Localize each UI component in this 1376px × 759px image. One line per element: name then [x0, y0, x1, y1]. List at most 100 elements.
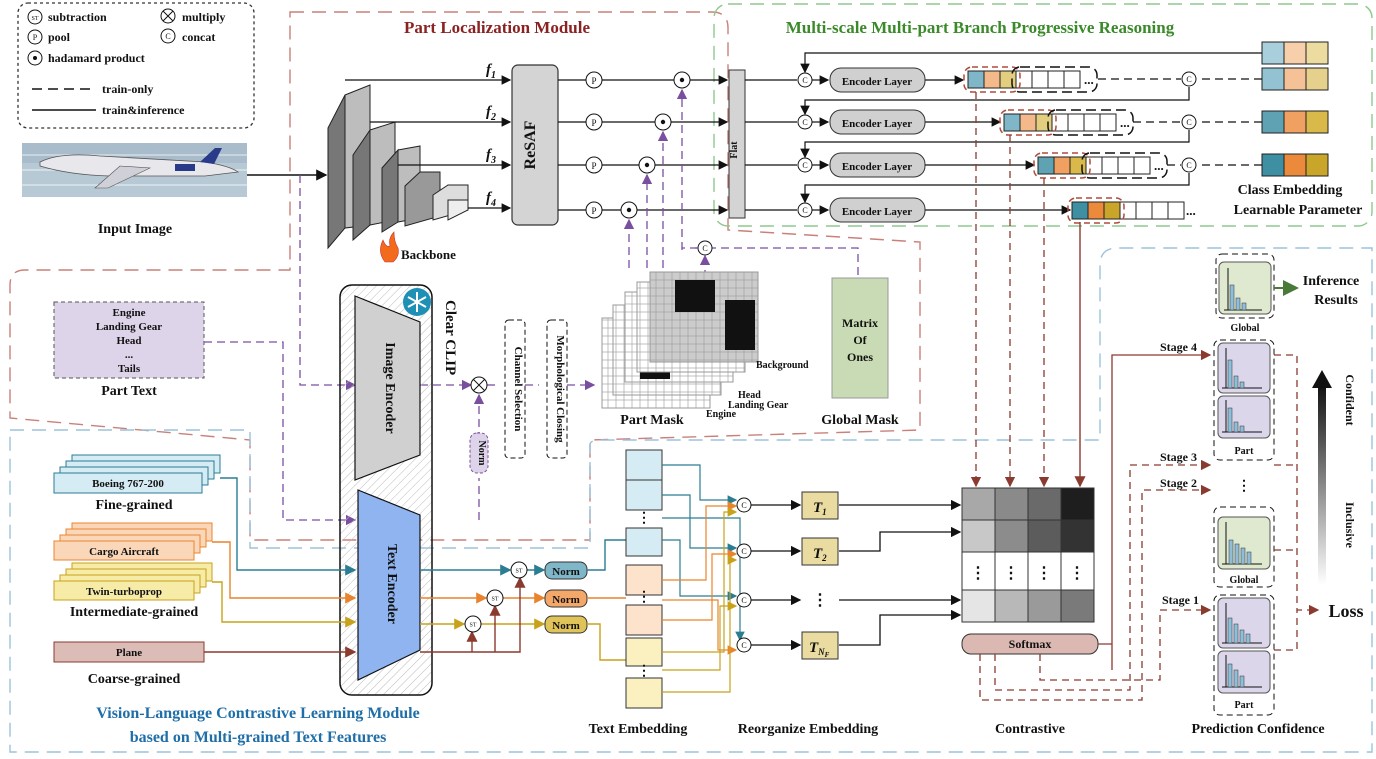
svg-text:...: ...	[125, 349, 134, 361]
stage-flows	[979, 349, 1212, 701]
stage4-label: Stage 4	[1160, 340, 1197, 354]
svg-text:Of: Of	[853, 333, 867, 347]
svg-text:⋮: ⋮	[637, 664, 651, 679]
svg-text:train-only: train-only	[102, 82, 153, 96]
svg-text:Channel Selection: Channel Selection	[512, 347, 524, 432]
svg-text:Tails: Tails	[118, 363, 141, 375]
clear-clip-label: Clear CLIP	[442, 300, 458, 375]
inference-results-label-2: Results	[1314, 293, 1358, 308]
contrastive-dots: ⋮ ⋮ ⋮ ⋮	[970, 565, 1085, 582]
vl-title-line1: Vision-Language Contrastive Learning Mod…	[96, 705, 419, 722]
encoder-to-norm	[420, 564, 546, 653]
norm-purple	[469, 432, 489, 474]
svg-text:TNF: TNF	[809, 640, 830, 659]
right-concat-ops: C C C	[1181, 71, 1197, 173]
svg-text:Engine: Engine	[112, 307, 145, 319]
image-encoder-label: Image Encoder	[382, 342, 397, 433]
multiscale-boundary	[713, 3, 1373, 227]
contrastive-label: Contrastive	[995, 722, 1065, 737]
encoder-layer-1: Encoder Layer	[842, 76, 912, 88]
concat-to-t	[751, 499, 962, 651]
flat-block	[728, 69, 746, 219]
svg-text:⋮: ⋮	[637, 511, 651, 526]
f2-label: f2	[486, 104, 496, 123]
input-image	[22, 143, 247, 197]
token-rows	[967, 70, 1185, 220]
prediction-global-top	[1215, 253, 1275, 319]
resaf-label: ReSAF	[522, 120, 539, 169]
svg-text:C: C	[741, 547, 746, 556]
svg-text:C: C	[802, 206, 807, 215]
hadamard-ops	[620, 71, 691, 219]
stage1-label: Stage 1	[1162, 593, 1199, 607]
svg-text:...: ...	[1186, 203, 1196, 218]
multiscale-title: Multi-scale Multi-part Branch Progressiv…	[786, 18, 1175, 37]
snowflake-icon	[403, 288, 431, 316]
svg-text:Cargo Aircraft: Cargo Aircraft	[89, 546, 159, 558]
class-embeddings	[1261, 41, 1329, 177]
svg-text:Head: Head	[116, 335, 141, 347]
text-to-encoder	[204, 477, 357, 658]
mask-label-head: Head	[738, 390, 761, 401]
inference-results-label-1: Inference	[1303, 274, 1360, 289]
svg-text:C: C	[1186, 118, 1191, 127]
svg-text:P: P	[33, 33, 38, 42]
part-mask-label: Part Mask	[620, 413, 684, 428]
svg-text:multiply: multiply	[182, 10, 225, 24]
prediction-part-top	[1213, 339, 1275, 461]
svg-text:P: P	[591, 161, 596, 171]
mask-label-lg: Landing Gear	[728, 400, 789, 411]
svg-text:train&inference: train&inference	[102, 103, 185, 117]
encoder-layer-4: Encoder Layer	[842, 206, 912, 218]
fine-grained-label: Fine-grained	[96, 498, 173, 513]
resaf-block	[511, 64, 559, 226]
f1-label: f1	[486, 62, 496, 81]
token-to-contrastive	[970, 92, 1050, 488]
confident-label: Confident	[1343, 374, 1357, 425]
f4-label: f4	[486, 190, 496, 209]
mask-label-bg: Background	[756, 360, 809, 371]
svg-text:Softmax: Softmax	[1009, 637, 1052, 651]
f3-label: f3	[486, 147, 496, 166]
pool-ops: P P P P	[585, 71, 603, 219]
prediction-part-bottom	[1213, 594, 1275, 716]
prediction-global-bottom	[1213, 506, 1275, 588]
coarse-grained-label: Coarse-grained	[88, 672, 181, 687]
svg-text:subtraction: subtraction	[48, 10, 107, 24]
class-embedding-label-2: Learnable Parameter	[1234, 203, 1363, 218]
confidence-arrow	[1318, 385, 1326, 585]
inclusive-label: Inclusive	[1343, 502, 1357, 549]
flat-outputs	[745, 79, 797, 211]
reorganize-flows	[662, 464, 745, 693]
svg-text:pool: pool	[48, 30, 71, 44]
reorganize-label: Reorganize Embedding	[738, 722, 878, 737]
vl-title-line2: based on Multi-grained Text Features	[130, 729, 387, 746]
svg-text:Part: Part	[1235, 446, 1255, 457]
svg-text:Norm: Norm	[552, 566, 580, 578]
svg-text:ST: ST	[31, 16, 38, 22]
svg-text:Plane: Plane	[116, 647, 142, 659]
text-embedding-dots: ⋮ ⋮ ⋮	[637, 511, 651, 679]
svg-text:C: C	[1186, 161, 1191, 170]
svg-text:T2: T2	[813, 546, 827, 563]
svg-text:Boeing 767-200: Boeing 767-200	[92, 478, 164, 490]
encoder-layer-2: Encoder Layer	[842, 118, 912, 130]
svg-text:ST: ST	[469, 623, 476, 629]
stage3-label: Stage 3	[1160, 450, 1197, 464]
vl-boundary	[9, 247, 1373, 753]
svg-text:⋮: ⋮	[970, 565, 986, 582]
svg-text:T1: T1	[813, 500, 827, 517]
intermediate-grained-label: Intermediate-grained	[70, 605, 199, 620]
svg-text:C: C	[802, 161, 807, 170]
svg-text:Landing Gear: Landing Gear	[96, 321, 162, 333]
part-text-box: Engine Landing Gear Head ... Tails	[53, 301, 205, 379]
svg-text:⋮: ⋮	[1003, 565, 1019, 582]
backbone-label: Backbone	[401, 247, 456, 262]
svg-text:...: ...	[1154, 158, 1164, 173]
text-embedding-label: Text Embedding	[589, 722, 688, 737]
contrastive-matrix	[961, 487, 1095, 623]
input-image-label: Input Image	[98, 222, 172, 237]
svg-text:⋮: ⋮	[1069, 565, 1085, 582]
clear-clip: Image Encoder Text Encoder	[339, 284, 433, 696]
